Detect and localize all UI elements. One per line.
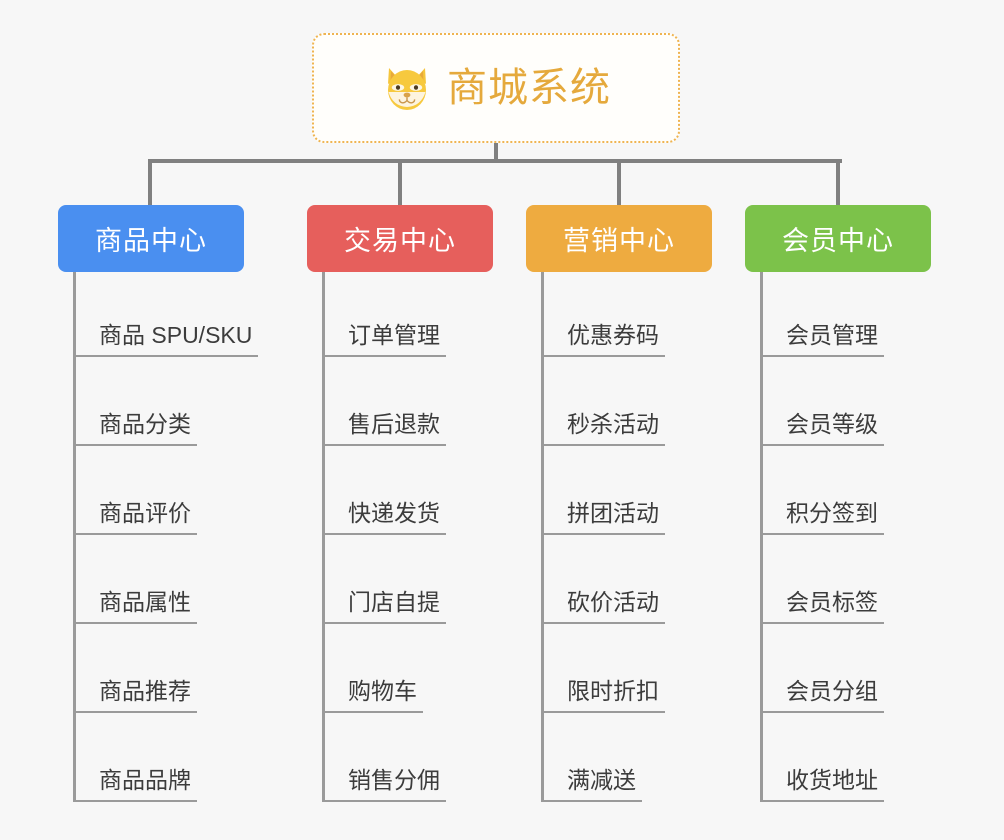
leaf-item-label: 商品分类 (73, 411, 197, 446)
branch-header-2[interactable]: 交易中心 (307, 205, 493, 272)
branch-header-label: 商品中心 (95, 226, 207, 256)
leaf-item-label: 拼团活动 (541, 500, 665, 535)
leaf-item-label: 商品属性 (73, 589, 197, 624)
leaf-item-label: 限时折扣 (541, 678, 665, 713)
branch-drop-line (398, 159, 402, 205)
leaf-item-label: 订单管理 (322, 322, 446, 357)
branch-trunk-line (541, 272, 544, 802)
leaf-item-label: 收货地址 (760, 767, 884, 802)
branch-trunk-line (73, 272, 76, 802)
branch-bus-bar (148, 159, 842, 163)
leaf-item-label: 售后退款 (322, 411, 446, 446)
leaf-item-label: 砍价活动 (541, 589, 665, 624)
leaf-item-label: 销售分佣 (322, 767, 446, 802)
leaf-item[interactable]: 商品推荐 (73, 624, 197, 713)
leaf-item[interactable]: 商品分类 (73, 357, 197, 446)
branch-header-label: 交易中心 (344, 226, 456, 256)
root-node[interactable]: 商城系统 (312, 33, 680, 143)
branch-header-1[interactable]: 商品中心 (58, 205, 244, 272)
leaf-item[interactable]: 商品 SPU/SKU (73, 268, 259, 357)
branch-header-label: 会员中心 (782, 226, 894, 256)
leaf-item-label: 秒杀活动 (541, 411, 665, 446)
leaf-item-label: 商品品牌 (73, 767, 197, 802)
leaf-item[interactable]: 拼团活动 (541, 446, 665, 535)
leaf-item[interactable]: 购物车 (322, 624, 423, 713)
leaf-item-label: 会员管理 (760, 322, 884, 357)
branch-trunk-line (760, 272, 763, 802)
leaf-item[interactable]: 会员等级 (760, 357, 884, 446)
leaf-item[interactable]: 优惠券码 (541, 268, 665, 357)
leaf-item[interactable]: 会员标签 (760, 535, 884, 624)
leaf-item-label: 快递发货 (322, 500, 446, 535)
leaf-item[interactable]: 限时折扣 (541, 624, 665, 713)
branch-drop-line (836, 159, 840, 205)
leaf-item[interactable]: 销售分佣 (322, 713, 446, 802)
leaf-item[interactable]: 满减送 (541, 713, 642, 802)
leaf-item-label: 门店自提 (322, 589, 446, 624)
root-connector-stub (494, 143, 498, 163)
leaf-item-label: 会员分组 (760, 678, 884, 713)
leaf-item-label: 商品 SPU/SKU (73, 322, 259, 357)
leaf-item[interactable]: 收货地址 (760, 713, 884, 802)
leaf-item-label: 优惠券码 (541, 322, 665, 357)
branch-trunk-line (322, 272, 325, 802)
leaf-item[interactable]: 售后退款 (322, 357, 446, 446)
branch-header-4[interactable]: 会员中心 (745, 205, 931, 272)
branch-header-3[interactable]: 营销中心 (526, 205, 712, 272)
leaf-item-label: 购物车 (322, 678, 423, 713)
leaf-item[interactable]: 商品属性 (73, 535, 197, 624)
branch-drop-line (617, 159, 621, 205)
leaf-item-label: 会员标签 (760, 589, 884, 624)
leaf-item[interactable]: 商品品牌 (73, 713, 197, 802)
shiba-dog-face-icon (381, 62, 433, 114)
leaf-item-label: 会员等级 (760, 411, 884, 446)
leaf-item[interactable]: 积分签到 (760, 446, 884, 535)
branch-drop-line (148, 159, 152, 205)
root-title: 商城系统 (447, 66, 611, 110)
leaf-item[interactable]: 订单管理 (322, 268, 446, 357)
leaf-item[interactable]: 门店自提 (322, 535, 446, 624)
leaf-item[interactable]: 砍价活动 (541, 535, 665, 624)
leaf-item[interactable]: 会员分组 (760, 624, 884, 713)
leaf-item[interactable]: 秒杀活动 (541, 357, 665, 446)
leaf-item[interactable]: 商品评价 (73, 446, 197, 535)
leaf-item-label: 满减送 (541, 767, 642, 802)
leaf-item-label: 商品评价 (73, 500, 197, 535)
leaf-item-label: 积分签到 (760, 500, 884, 535)
leaf-item[interactable]: 会员管理 (760, 268, 884, 357)
leaf-item[interactable]: 快递发货 (322, 446, 446, 535)
leaf-item-label: 商品推荐 (73, 678, 197, 713)
branch-header-label: 营销中心 (563, 226, 675, 256)
